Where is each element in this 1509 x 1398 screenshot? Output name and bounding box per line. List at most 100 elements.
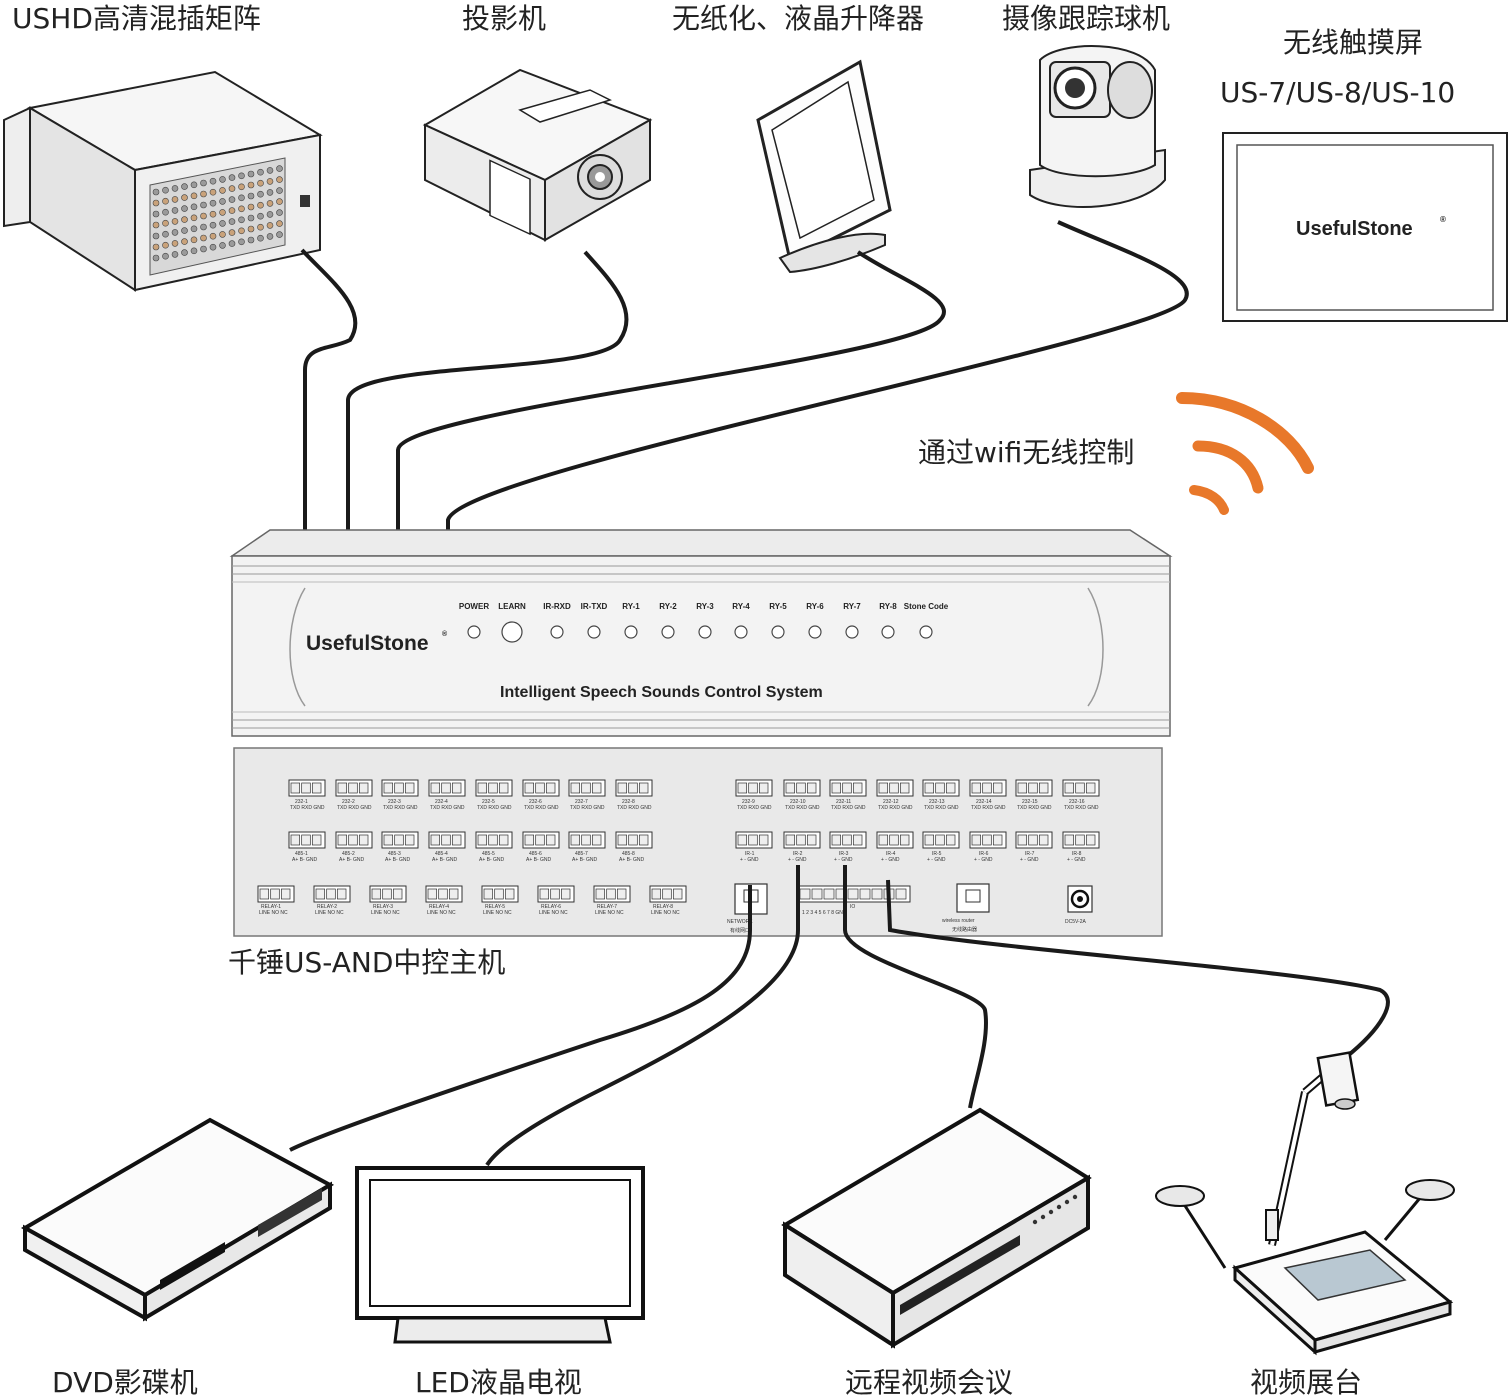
ptz-camera-device	[1029, 45, 1166, 208]
label-camera: 摄像跟踪球机	[1002, 2, 1170, 35]
projector-device	[422, 68, 653, 242]
front-led-11	[845, 625, 859, 639]
rs232-pin-label: TXD RXD GND	[477, 805, 512, 811]
terminal-block	[783, 779, 821, 797]
io-label: IO	[850, 904, 855, 910]
rs232-port-label: 232-2	[342, 799, 355, 805]
terminal-block	[481, 885, 519, 903]
rs232-port-label: 232-13	[929, 799, 945, 805]
front-label-ry-2: RY-2	[659, 602, 677, 611]
ir-port-label: IR-4	[886, 851, 896, 857]
ir-port-label: IR-6	[979, 851, 989, 857]
rs232-port-label: 232-10	[790, 799, 806, 805]
terminal-block	[522, 831, 560, 849]
relay-port-label: RELAY-8	[653, 904, 673, 910]
ir-pin-label: + - GND	[788, 857, 807, 863]
rs485-port-label: 485-1	[295, 851, 308, 857]
ir-port-label: IR-2	[793, 851, 803, 857]
ir-pin-label: + - GND	[1067, 857, 1086, 863]
terminal-block	[783, 831, 821, 849]
ir-pin-label: + - GND	[1020, 857, 1039, 863]
rs485-pin-label: A+ B- GND	[432, 857, 458, 863]
touchscreen-device: UsefulStone ®	[1222, 132, 1508, 322]
front-label-ry-5: RY-5	[769, 602, 787, 611]
relay-port-label: RELAY-2	[317, 904, 337, 910]
rs232-port-label: 232-5	[482, 799, 495, 805]
dvd-device	[20, 1117, 335, 1322]
relay-pin-label: LINE NO NC	[483, 910, 512, 916]
io-pins: 1 2 3 4 5 6 7 8 GND	[802, 910, 847, 916]
front-led-5	[624, 625, 638, 639]
terminal-block	[335, 831, 373, 849]
rs485-pin-label: A+ B- GND	[385, 857, 411, 863]
terminal-block	[475, 779, 513, 797]
rs485-pin-label: A+ B- GND	[572, 857, 598, 863]
terminal-block	[568, 779, 606, 797]
terminal-block	[615, 831, 653, 849]
relay-port-label: RELAY-7	[597, 904, 617, 910]
front-led-4	[587, 625, 601, 639]
touchscreen-brand: UsefulStone	[1296, 218, 1413, 240]
rs232-pin-label: TXD RXD GND	[524, 805, 559, 811]
ir-port-label: IR-5	[932, 851, 942, 857]
front-led-2	[501, 621, 523, 643]
ir-port-label: IR-3	[839, 851, 849, 857]
front-led-12	[881, 625, 895, 639]
terminal-block	[922, 831, 960, 849]
front-label-power: POWER	[459, 602, 489, 611]
terminal-block	[428, 779, 466, 797]
terminal-block	[313, 885, 351, 903]
relay-pin-label: LINE NO NC	[539, 910, 568, 916]
svg-text:®: ®	[1440, 215, 1446, 224]
front-led-7	[698, 625, 712, 639]
relay-pin-label: LINE NO NC	[595, 910, 624, 916]
rs232-pin-label: TXD RXD GND	[924, 805, 959, 811]
led-tv-device	[355, 1166, 645, 1344]
terminal-block	[969, 779, 1007, 797]
terminal-block	[829, 831, 867, 849]
terminal-block	[969, 831, 1007, 849]
label-lift: 无纸化、液晶升降器	[672, 2, 924, 35]
ir-pin-label: + - GND	[927, 857, 946, 863]
front-label-ir-rxd: IR-RXD	[543, 602, 571, 611]
rs485-port-label: 485-4	[435, 851, 448, 857]
rs485-pin-label: A+ B- GND	[292, 857, 318, 863]
rs232-pin-label: TXD RXD GND	[430, 805, 465, 811]
front-label-learn: LEARN	[498, 602, 526, 611]
relay-pin-label: LINE NO NC	[651, 910, 680, 916]
label-touch-models: US-7/US-8/US-10	[1220, 76, 1455, 109]
video-conference-device	[781, 1107, 1092, 1349]
monitor-lift-device	[756, 59, 892, 274]
rs485-pin-label: A+ B- GND	[619, 857, 645, 863]
rs232-port-label: 232-12	[883, 799, 899, 805]
rs232-pin-label: TXD RXD GND	[1064, 805, 1099, 811]
io-terminal-block	[797, 885, 911, 903]
front-led-8	[734, 625, 748, 639]
terminal-block	[568, 831, 606, 849]
terminal-block	[522, 779, 560, 797]
rs232-pin-label: TXD RXD GND	[971, 805, 1006, 811]
matrix-device	[3, 70, 323, 292]
rs485-port-label: 485-6	[529, 851, 542, 857]
relay-port-label: RELAY-4	[429, 904, 449, 910]
rs232-port-label: 232-1	[295, 799, 308, 805]
rs232-pin-label: TXD RXD GND	[617, 805, 652, 811]
front-label-stone-code: Stone Code	[904, 602, 949, 611]
rs232-pin-label: TXD RXD GND	[785, 805, 820, 811]
label-wifi: 通过wifi无线控制	[918, 436, 1134, 469]
rs485-pin-label: A+ B- GND	[526, 857, 552, 863]
terminal-block	[829, 779, 867, 797]
terminal-block	[425, 885, 463, 903]
rs485-port-label: 485-5	[482, 851, 495, 857]
ir-pin-label: + - GND	[881, 857, 900, 863]
terminal-block	[735, 779, 773, 797]
label-video-conference: 远程视频会议	[845, 1366, 1013, 1398]
rs232-pin-label: TXD RXD GND	[831, 805, 866, 811]
visualizer-device	[1155, 1051, 1455, 1356]
rs232-port-label: 232-9	[742, 799, 755, 805]
label-visualizer: 视频展台	[1250, 1366, 1362, 1398]
relay-port-label: RELAY-3	[373, 904, 393, 910]
